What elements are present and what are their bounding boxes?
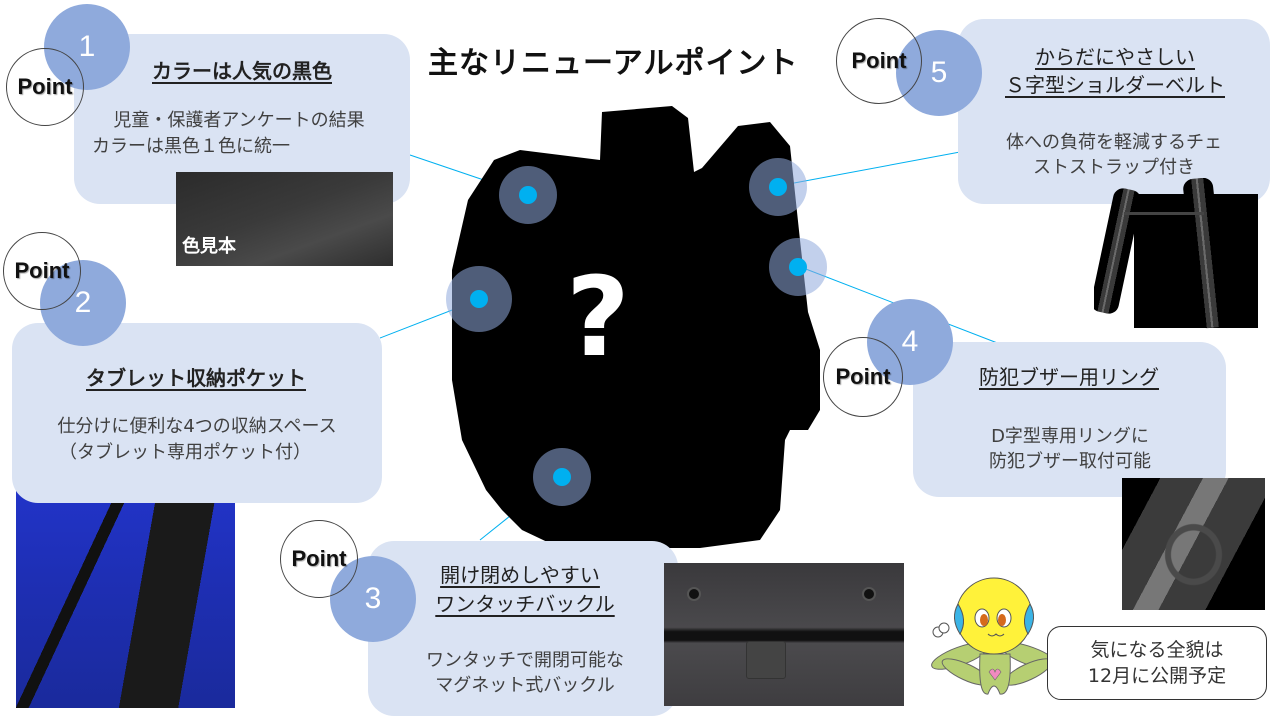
point-4-point-label: Point [823, 337, 903, 417]
buckle-image [664, 563, 904, 706]
point-4-body-line-2: 防犯ブザー取付可能 [989, 451, 1151, 472]
question-mark-icon: ? [566, 253, 630, 381]
color-swatch-image: 色見本 [176, 172, 393, 266]
point-4-title: 防犯ブザー用リング [979, 365, 1159, 389]
point-3-body-line-1: ワンタッチで開閉可能な [426, 650, 624, 671]
point-5-card [958, 19, 1270, 204]
page-title: 主なリニューアルポイント [428, 46, 799, 81]
point-1-title: カラーは人気の黒色 [152, 59, 332, 83]
point-2-body-line-2: （タブレット専用ポケット付） [59, 442, 311, 463]
point-2-point-label: Point [3, 232, 81, 310]
hotspot-dot-2 [470, 290, 488, 308]
point-5-body-line-2: ストストラップ付き [1033, 157, 1195, 178]
magnetic-clasp-icon [746, 641, 786, 679]
tablet-pocket-image [16, 486, 235, 708]
point-4-card [913, 342, 1226, 497]
point-1-body-line-2: カラーは黒色１色に統一 [92, 136, 290, 157]
hotspot-dot-1 [519, 186, 537, 204]
rivet-icon [862, 587, 876, 601]
hotspot-dot-3 [553, 468, 571, 486]
shoulder-belt-image [1094, 178, 1258, 330]
point-3-card [368, 541, 678, 716]
point-4-body-line-1: D字型専用リングに [991, 426, 1149, 447]
speech-line-1: 気になる全貌は [1090, 639, 1224, 661]
point-5-title-line-1: からだにやさしい [1035, 45, 1195, 69]
point-5-point-label: Point [836, 18, 922, 104]
point-2-body-line-1: 仕分けに便利な4つの収納スペース [57, 416, 337, 437]
hotspot-dot-4 [789, 258, 807, 276]
point-3-title-line-2: ワンタッチバックル [435, 592, 615, 616]
d-ring-image [1122, 478, 1265, 610]
point-5-title-line-2: Ｓ字型ショルダーベルト [1005, 73, 1225, 97]
hotspot-dot-5 [769, 178, 787, 196]
rivet-icon [687, 587, 701, 601]
color-swatch-label: 色見本 [182, 236, 236, 257]
point-2-title: タブレット収納ポケット [86, 366, 306, 390]
speech-line-2: 12月に公開予定 [1087, 665, 1227, 687]
point-1-body-line-1: 児童・保護者アンケートの結果 [113, 110, 365, 131]
point-3-title-line-1: 開け閉めしやすい [440, 563, 600, 587]
point-3-body-line-2: マグネット式バックル [435, 675, 615, 696]
point-1-point-label: Point [6, 48, 84, 126]
point-5-body-line-1: 体への負荷を軽減するチェ [1006, 132, 1222, 153]
mascot-speech-bubble: 気になる全貌は 12月に公開予定 [1047, 626, 1267, 700]
mascot-character [931, 577, 1059, 695]
point-3-point-label: Point [280, 520, 358, 598]
point-2-card [12, 323, 382, 503]
